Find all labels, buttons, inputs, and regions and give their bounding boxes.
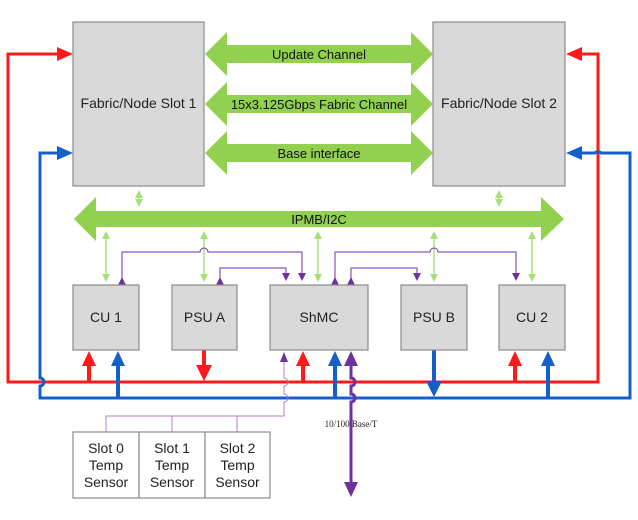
cu-2-box[interactable]: CU 2 xyxy=(498,284,566,351)
temp-sensor-slot-1[interactable]: Slot 1 Temp Sensor xyxy=(138,431,206,499)
slot2-blue-arrowhead xyxy=(566,146,582,160)
ethernet-label: 10/100 Base/T xyxy=(325,419,378,429)
sensor2-line2: Temp xyxy=(220,457,254,473)
cu1-label: CU 1 xyxy=(90,309,122,325)
base-interface-arrow: Base interface xyxy=(205,131,433,175)
base-interface-label: Base interface xyxy=(277,146,360,161)
fabric-channel-label: 15x3.125Gbps Fabric Channel xyxy=(231,97,407,112)
temp-sensor-slot-2[interactable]: Slot 2 Temp Sensor xyxy=(204,431,271,499)
shmc-box[interactable]: ShMC xyxy=(269,284,369,351)
fabric-channel-arrow: 15x3.125Gbps Fabric Channel xyxy=(205,82,433,126)
sensor0-line1: Slot 0 xyxy=(88,440,124,456)
psu-a-box[interactable]: PSU A xyxy=(171,284,238,351)
sensor1-line1: Slot 1 xyxy=(154,440,190,456)
update-channel-label: Update Channel xyxy=(272,47,366,62)
sensor-bus xyxy=(105,352,289,432)
ipmb-label: IPMB/I2C xyxy=(291,212,347,227)
control-lines xyxy=(118,247,520,285)
slot2-label: Fabric/Node Slot 2 xyxy=(441,95,557,111)
cu-1-box[interactable]: CU 1 xyxy=(72,284,140,351)
ethernet-line: 10/100 Base/T xyxy=(325,351,378,497)
shmc-label: ShMC xyxy=(300,309,339,325)
ethernet-up-arrowhead xyxy=(344,351,358,366)
blue-power-loop xyxy=(38,146,632,400)
red-power-loop xyxy=(6,47,600,384)
ipmb-i2c-bus: IPMB/I2C xyxy=(74,197,564,241)
slot1-blue-arrowhead xyxy=(57,146,73,160)
slot2-red-arrowhead xyxy=(566,47,582,61)
sensor1-line3: Sensor xyxy=(150,474,195,490)
ipmb-connectors xyxy=(102,190,536,282)
psub-label: PSU B xyxy=(413,309,455,325)
psu-b-box[interactable]: PSU B xyxy=(400,284,468,351)
sensor0-line3: Sensor xyxy=(84,474,129,490)
slot1-label: Fabric/Node Slot 1 xyxy=(81,95,197,111)
psua-label: PSU A xyxy=(184,309,226,325)
slot1-red-arrowhead xyxy=(57,47,73,61)
update-channel-arrow: Update Channel xyxy=(205,32,433,76)
cu2-label: CU 2 xyxy=(516,309,548,325)
ethernet-down-arrowhead xyxy=(344,482,358,497)
temp-sensor-slot-0[interactable]: Slot 0 Temp Sensor xyxy=(72,431,140,499)
sensor2-line3: Sensor xyxy=(215,474,260,490)
fabric-node-slot-1[interactable]: Fabric/Node Slot 1 xyxy=(72,21,205,187)
sensor1-line2: Temp xyxy=(155,457,189,473)
sensor2-line1: Slot 2 xyxy=(220,440,256,456)
fabric-node-slot-2[interactable]: Fabric/Node Slot 2 xyxy=(432,21,566,187)
sensor0-line2: Temp xyxy=(89,457,123,473)
